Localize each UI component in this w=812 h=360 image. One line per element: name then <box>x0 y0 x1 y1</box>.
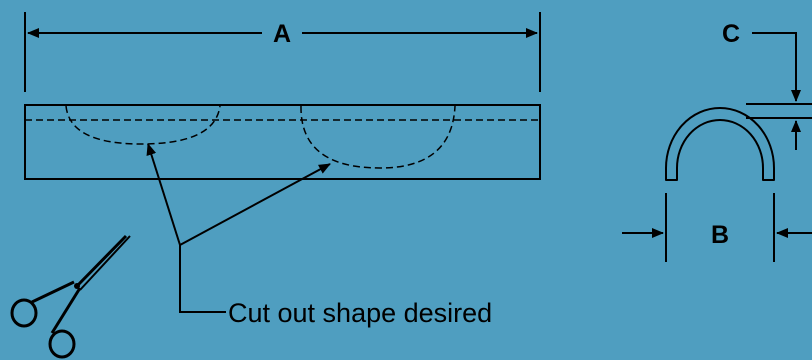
strip-outline <box>24 104 541 180</box>
cut-shape-left <box>65 105 221 145</box>
arch-profile <box>665 107 775 181</box>
callout-text: Cut out shape desired <box>228 298 492 328</box>
dimension-b: B <box>622 193 812 262</box>
callout-leader-line <box>179 245 226 313</box>
callout-arrow-left <box>146 143 181 246</box>
material-strip <box>24 104 541 180</box>
callout-arrow-right <box>179 163 331 246</box>
callout-leader: Cut out shape desired <box>146 143 492 328</box>
scissors-jaw-a <box>75 234 128 288</box>
hemostat-scissors-icon <box>10 234 131 359</box>
scissors-shank-right <box>50 287 82 334</box>
scissors-ring-right <box>48 329 76 359</box>
dimension-c-arrow-top <box>752 32 801 102</box>
dimension-b-label: B <box>711 221 729 249</box>
scissors-jaw-b <box>79 235 131 291</box>
cut-shape-right <box>300 105 456 169</box>
dimension-c-label: C <box>722 20 740 48</box>
scissors-ring-left <box>10 298 38 328</box>
cross-section <box>665 107 775 181</box>
scissors-shank-left <box>31 280 75 304</box>
dimension-a: A <box>24 12 541 92</box>
dimension-c: C <box>722 20 812 150</box>
dimension-a-label: A <box>273 20 291 48</box>
